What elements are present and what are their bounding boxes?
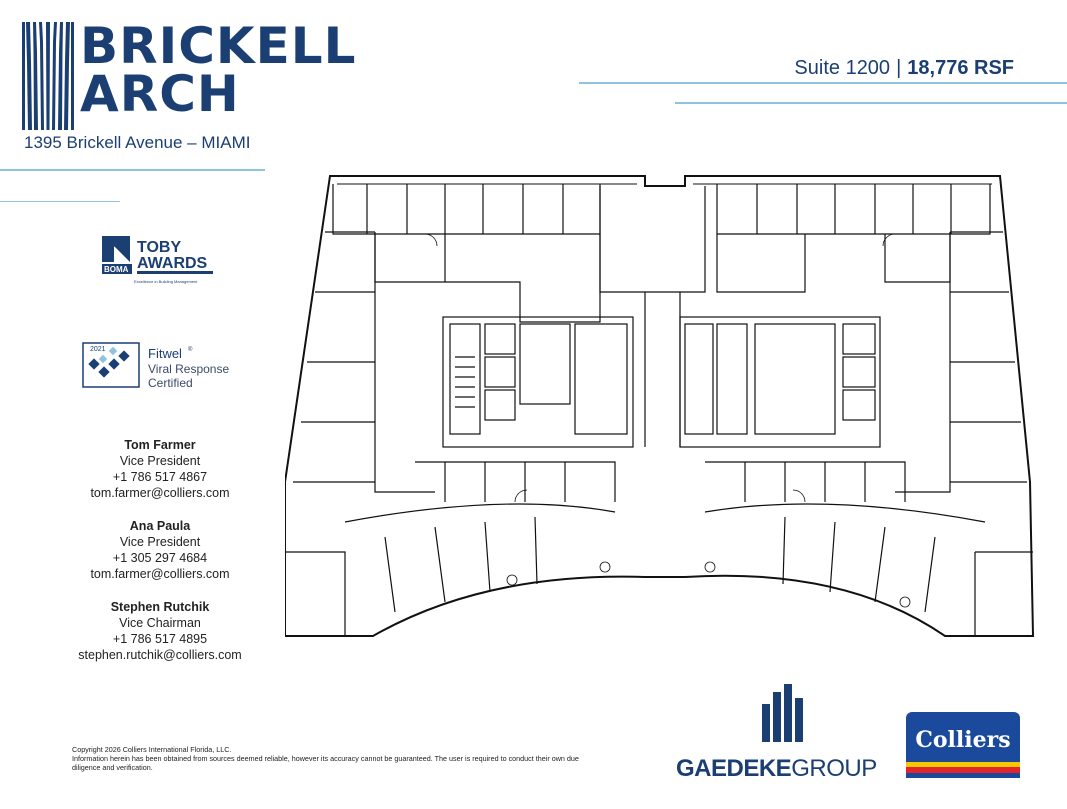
gaedeke-group-logo: GAEDEKEGROUP [676,755,877,783]
contact-title: Vice President [119,535,201,549]
contact-phone[interactable]: +1 786 517 4895 [112,632,208,646]
building-outline [285,175,1035,637]
contact-email[interactable]: stephen.rutchik@colliers.com [78,648,242,662]
west-offices [293,231,435,493]
boma-label: BOMA [104,265,129,274]
fitwel-registered-mark: ® [188,346,193,353]
building-name: BRICKELL ARCH [80,17,357,123]
toby-line2: AWARDS [137,255,208,272]
disclaimer-text: Information herein has been obtained fro… [72,754,579,772]
brickell-arch-logo-mark [22,22,74,130]
toby-awards-logo: TOBY AWARDS BOMA Excellence in Building … [102,236,213,284]
gaedeke-logo-mark [762,684,803,742]
contact-name: Tom Farmer [124,438,196,452]
contact-card: Stephen Rutchik Vice Chairman +1 786 517… [60,599,260,663]
fitwel-line1: Viral Response [148,362,229,376]
toby-tagline: Excellence in Building Management [134,279,198,284]
contact-name: Ana Paula [129,519,191,533]
copyright-line: Copyright 2026 Colliers International Fl… [72,745,232,754]
divider-rule [0,169,265,171]
divider-rule-short [0,201,120,202]
north-offices-left [332,184,601,323]
suite-header: Suite 1200|18,776 RSF [794,57,1014,80]
core-right [679,316,881,448]
colliers-logo: Colliers [906,712,1020,778]
contact-card: Ana Paula Vice President +1 305 297 4684… [60,518,260,582]
door-swings [424,233,911,608]
toby-line1: TOBY [137,239,181,256]
colliers-logo-text: Colliers [915,727,1010,753]
contact-title: Vice Chairman [119,616,201,630]
central-shaft [599,186,706,293]
fitwel-name: Fitwel [148,346,182,361]
suite-separator: | [896,57,902,79]
building-address: 1395 Brickell Avenue – MIAMI [24,133,251,152]
suite-rule-lower [675,102,1067,104]
contact-title: Vice President [119,454,201,468]
suite-number: Suite 1200 [794,57,891,79]
gaedeke-bold-text: GAEDEKE [676,755,792,782]
contact-email[interactable]: tom.farmer@colliers.com [90,567,230,581]
floor-plan [285,175,1035,637]
fitwel-line2: Certified [148,376,193,390]
suite-area: 18,776 RSF [907,57,1014,79]
east-offices [895,231,1027,493]
core-left [442,316,634,448]
suite-rule [579,82,1067,84]
north-offices-right [716,184,991,293]
contact-name: Stephen Rutchik [110,600,210,614]
gaedeke-light-text: GROUP [791,755,877,782]
south-offices [285,461,1033,636]
building-name-line2: ARCH [80,65,240,123]
building-name-line1: BRICKELL [80,17,357,75]
contact-phone[interactable]: +1 786 517 4867 [112,470,208,484]
fitwel-certification-logo: 2021 Fitwel ® Viral Response Certified [82,342,229,390]
fitwel-year: 2021 [90,346,106,353]
contact-card: Tom Farmer Vice President +1 786 517 486… [60,437,260,501]
copyright-notice: Copyright 2026 Colliers International Fl… [72,745,592,772]
contact-email[interactable]: tom.farmer@colliers.com [90,486,230,500]
contact-phone[interactable]: +1 305 297 4684 [112,551,208,565]
